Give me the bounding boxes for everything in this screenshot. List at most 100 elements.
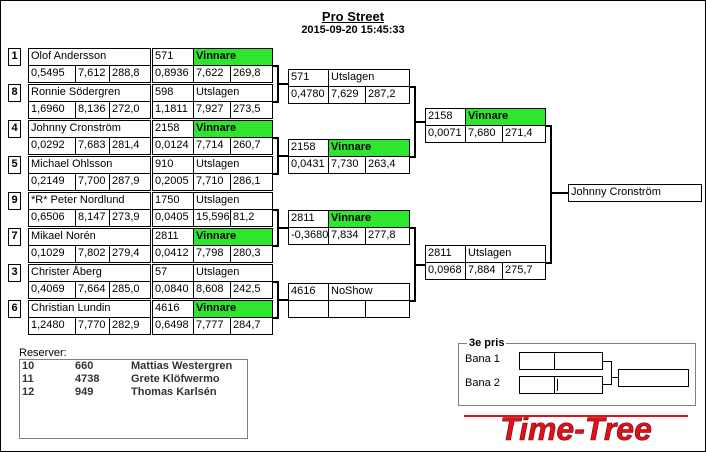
car-number[interactable]: 2811 — [425, 245, 466, 263]
reaction-time: -0,3680 — [288, 227, 329, 245]
third-place-title: 3e pris — [467, 337, 507, 349]
car-number[interactable]: 2811 — [288, 210, 329, 228]
reserve-car: 4738 — [75, 373, 100, 385]
elapsed-time: 8,147 — [75, 209, 110, 227]
reaction-time: 0,0840 — [152, 281, 194, 299]
car-number[interactable]: 2158 — [288, 139, 329, 157]
car-number[interactable]: 57 — [152, 264, 194, 282]
reaction-time: 0,0292 — [28, 137, 76, 155]
third-lane1-car[interactable] — [519, 352, 555, 370]
driver-name[interactable]: *R* Peter Nordlund — [28, 192, 151, 210]
car-number[interactable]: 2158 — [152, 120, 194, 138]
elapsed-time: 7,700 — [75, 173, 110, 191]
third-lane2-car[interactable] — [519, 376, 555, 394]
result-status: Utslagen — [465, 245, 546, 263]
reserve-num: 11 — [22, 373, 34, 385]
speed: 279,4 — [109, 245, 151, 263]
car-number[interactable]: 571 — [152, 48, 194, 66]
result-status: Vinnare — [193, 48, 273, 66]
elapsed-time: 7,629 — [328, 86, 366, 104]
reaction-time: 0,0071 — [425, 125, 466, 143]
car-number[interactable]: 571 — [288, 69, 329, 87]
driver-name[interactable]: Ronnie Södergren — [28, 84, 151, 102]
result-status: Utslagen — [328, 69, 410, 87]
speed: 288,8 — [109, 65, 151, 83]
reserves-label: Reserver: — [19, 347, 67, 359]
elapsed-time: 7,664 — [75, 281, 110, 299]
third-place-group — [458, 343, 696, 406]
reaction-time: 0,0968 — [425, 262, 466, 280]
car-number[interactable]: 4616 — [152, 300, 194, 318]
elapsed-time: 7,680 — [465, 125, 503, 143]
driver-name[interactable]: Olof Andersson — [28, 48, 151, 66]
car-number[interactable]: 2811 — [152, 228, 194, 246]
car-number[interactable]: 1750 — [152, 192, 194, 210]
connector-line — [410, 156, 415, 158]
time-tree-logo: Time-Tree — [464, 411, 688, 447]
reaction-time: 0,6506 — [28, 209, 76, 227]
car-number[interactable]: 598 — [152, 84, 194, 102]
reaction-time: 1,2480 — [28, 317, 76, 335]
reserve-car: 660 — [75, 360, 94, 372]
car-number[interactable]: 2158 — [425, 108, 466, 126]
result-status: NoShow — [328, 283, 410, 301]
driver-name[interactable]: Johnny Cronström — [28, 120, 151, 138]
driver-name[interactable]: Christer Åberg — [28, 264, 151, 282]
connector-line — [273, 317, 278, 319]
speed: 284,7 — [230, 317, 273, 335]
elapsed-time: 7,927 — [193, 101, 231, 119]
speed: 260,7 — [230, 137, 273, 155]
speed: 287,2 — [365, 86, 410, 104]
reserve-name: Grete Klöfwermo — [131, 373, 220, 385]
driver-name[interactable]: Christian Lundin — [28, 300, 151, 318]
reaction-time: 1,6960 — [28, 101, 76, 119]
reaction-time: 0,8936 — [152, 65, 194, 83]
third-place-winner[interactable] — [618, 369, 689, 387]
elapsed-time — [328, 300, 366, 318]
seed-number: 4 — [8, 120, 21, 138]
connector-line — [273, 281, 278, 283]
reserve-name: Mattias Westergren — [131, 360, 233, 372]
connector-line — [273, 65, 278, 67]
speed: 277,8 — [365, 227, 410, 245]
speed: 242,5 — [230, 281, 273, 299]
connector-line — [414, 263, 425, 266]
elapsed-time: 7,798 — [193, 245, 231, 263]
speed: 273,9 — [109, 209, 151, 227]
elapsed-time: 7,714 — [193, 137, 231, 155]
speed: 271,4 — [502, 125, 546, 143]
elapsed-time: 15,596 — [193, 209, 231, 227]
elapsed-time: 7,683 — [75, 137, 110, 155]
reaction-time: 0,6498 — [152, 317, 194, 335]
connector-line — [410, 86, 415, 88]
car-number[interactable]: 910 — [152, 156, 194, 174]
speed: 269,8 — [230, 65, 273, 83]
reaction-time: 1,1811 — [152, 101, 194, 119]
speed: 281,4 — [109, 137, 151, 155]
lane1-label: Bana 1 — [465, 353, 500, 365]
connector-line — [273, 209, 278, 211]
seed-number: 9 — [8, 192, 21, 210]
connector-line — [410, 227, 415, 229]
connector-line — [550, 192, 568, 194]
speed: 282,9 — [109, 317, 151, 335]
elapsed-time: 7,834 — [328, 227, 366, 245]
elapsed-time: 7,612 — [75, 65, 110, 83]
reaction-time: 0,5495 — [28, 65, 76, 83]
text-cursor — [557, 379, 558, 391]
reserves-list — [19, 359, 248, 439]
seed-number: 6 — [8, 300, 21, 318]
result-status: Utslagen — [193, 264, 273, 282]
connector-line — [277, 299, 288, 301]
connector-line — [273, 173, 278, 175]
reaction-time: 0,0431 — [288, 156, 329, 174]
car-number[interactable]: 4616 — [288, 283, 329, 301]
elapsed-time: 7,622 — [193, 65, 231, 83]
third-lane2-result[interactable] — [554, 376, 603, 394]
champion-name[interactable]: Johnny Cronström — [568, 184, 702, 202]
driver-name[interactable]: Mikael Norén — [28, 228, 151, 246]
reaction-time — [288, 300, 329, 318]
speed: 275,7 — [502, 262, 546, 280]
third-lane1-result[interactable] — [554, 352, 603, 370]
driver-name[interactable]: Michael Ohlsson — [28, 156, 151, 174]
